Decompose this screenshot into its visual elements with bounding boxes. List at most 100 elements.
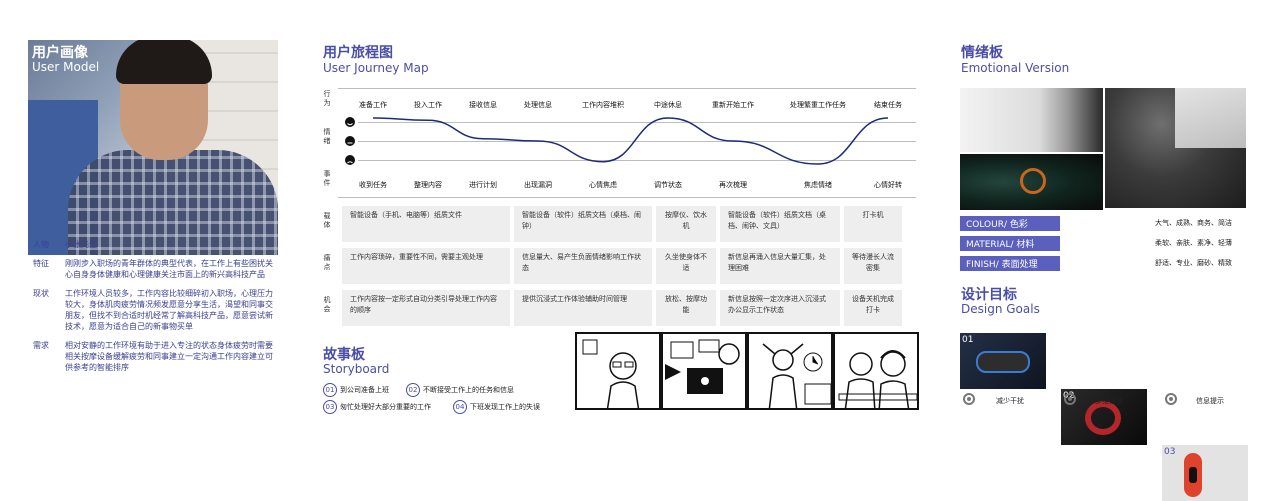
mood-image-3 xyxy=(960,154,1103,210)
table-cell: 工作内容按一定形式自动分类引导处理工作内容的顺序 xyxy=(342,290,510,326)
step-number: 02 xyxy=(406,383,420,397)
event-label: 焦虑情绪 xyxy=(804,181,832,189)
persona-text: 刚刚步入职场的青年群体的典型代表，在工作上有些困扰关心自身身体健康和心理健康关注… xyxy=(65,259,273,279)
behavior-label: 重新开始工作 xyxy=(712,101,754,109)
storyboard-panel-2 xyxy=(661,332,747,410)
step-text: 匆忙处理好大部分重要的工作 xyxy=(340,403,431,411)
storyboard-panel-3 xyxy=(747,332,833,410)
mood-image-1 xyxy=(960,88,1103,152)
persona-row-needs: 需求 相对安静的工作环境有助于进入专注的状态身体疲劳时需要相关按摩设备缓解疲劳和… xyxy=(33,340,278,373)
goal-image-3: 03 xyxy=(1162,445,1248,501)
persona-label: 需求 xyxy=(33,341,49,350)
event-label: 心情焦虑 xyxy=(589,181,617,189)
behavior-label: 准备工作 xyxy=(359,101,387,109)
storyboard-title-cn: 故事板 xyxy=(323,347,365,363)
step-number: 03 xyxy=(323,400,337,414)
behavior-label: 处理信息 xyxy=(524,101,552,109)
divider xyxy=(338,88,916,89)
journey-title-cn: 用户旅程图 xyxy=(323,45,393,61)
event-label: 心情好转 xyxy=(874,181,902,189)
persona-text: 工作环境人员较多，工作内容比较细碎初入职场，心理压力较大，身体肌肉疲劳情况频发愿… xyxy=(65,289,273,331)
table-cell: 打卡机 xyxy=(844,206,902,242)
event-label: 进行计划 xyxy=(469,181,497,189)
target-icon xyxy=(1165,393,1177,405)
persona-row-status: 现状 工作环境人员较多，工作内容比较细碎初入职场，心理压力较大，身体肌肉疲劳情况… xyxy=(33,288,278,332)
table-cell: 智能设备（软件）纸质文档（桌档、闹钟） xyxy=(514,206,652,242)
emotion-curve xyxy=(372,117,889,165)
side-label-emotion: 情绪 xyxy=(323,128,331,146)
persona-row-name: 人物 小张先生 xyxy=(33,239,278,250)
event-label: 整理内容 xyxy=(414,181,442,189)
goal-label-1: 减少干扰 xyxy=(996,397,1024,405)
event-label: 收到任务 xyxy=(359,181,387,189)
side-label-event: 事件 xyxy=(323,170,331,188)
table-cell: 放松、按摩功能 xyxy=(656,290,716,326)
table-cell: 智能设备（手机、电脑等）纸质文件 xyxy=(342,206,510,242)
tag-material-value: 柔软、亲肤、素净、轻薄 xyxy=(1155,239,1232,247)
emotion-faces xyxy=(345,117,355,165)
table-cell: 提供沉浸式工作体验辅助时间管理 xyxy=(514,290,652,326)
mood-title-en: Emotional Version xyxy=(961,61,1070,75)
storyboard-title-en: Storyboard xyxy=(323,362,390,376)
behavior-label: 处理繁重工作任务 xyxy=(790,101,846,109)
target-icon xyxy=(1064,393,1076,405)
table-side-label: 载体 xyxy=(323,212,331,230)
tag-colour-value: 大气、成熟、商务、简洁 xyxy=(1155,219,1232,227)
behavior-label: 工作内容堆积 xyxy=(582,101,624,109)
step-number: 04 xyxy=(453,400,467,414)
persona-label: 现状 xyxy=(33,289,49,298)
tag-colour: COLOUR/ 色彩 xyxy=(960,216,1060,231)
table-cell: 按摩仪、饮水机 xyxy=(656,206,716,242)
goal-label-2: 多维按摩 xyxy=(1095,397,1123,405)
table-cell: 新信息再涌入信息大量汇集，处理困难 xyxy=(720,248,840,284)
emotion-line-high xyxy=(358,122,916,123)
tag-finish-value: 舒适、专业、磨砂、精致 xyxy=(1155,259,1232,267)
side-label-behavior: 行为 xyxy=(323,90,331,108)
table-cell: 信息量大、易产生负面情绪影响工作状态 xyxy=(514,248,652,284)
journey-chart: 行为 情绪 事件 准备工作投入工作接收信息处理信息工作内容堆积中途休息重新开始工… xyxy=(320,88,916,198)
target-icon xyxy=(963,393,975,405)
persona-title-cn: 用户画像 xyxy=(32,45,88,61)
persona-label: 人物 xyxy=(33,240,49,249)
tag-finish: FINISH/ 表面处理 xyxy=(960,256,1060,271)
divider xyxy=(338,197,916,198)
persona-details: 人物 小张先生 特征 刚刚步入职场的青年群体的典型代表，在工作上有些困扰关心自身… xyxy=(33,239,278,373)
behavior-label: 投入工作 xyxy=(414,101,442,109)
goal-number: 03 xyxy=(1164,447,1176,457)
table-cell: 智能设备（软件）纸质文档（桌档、闹钟、文具） xyxy=(720,206,840,242)
goals-title-cn: 设计目标 xyxy=(961,287,1017,303)
goals-title-en: Design Goals xyxy=(961,302,1040,316)
table-cell: 设备关机完成打卡 xyxy=(844,290,902,326)
step-text: 不断接受工作上的任务和信息 xyxy=(423,386,514,394)
journey-table: 载体智能设备（手机、电脑等）纸质文件智能设备（软件）纸质文档（桌档、闹钟）按摩仪… xyxy=(320,206,916,330)
journey-title-en: User Journey Map xyxy=(323,61,429,75)
tag-material: MATERIAL/ 材料 xyxy=(960,236,1060,251)
persona-label: 特征 xyxy=(33,259,49,268)
table-side-label: 痛点 xyxy=(323,254,331,272)
emotion-line-mid xyxy=(358,141,916,142)
event-label: 调节状态 xyxy=(654,181,682,189)
storyboard-panel-4 xyxy=(833,332,919,410)
persona-text: 小张先生 xyxy=(65,240,97,249)
behavior-label: 中途休息 xyxy=(654,101,682,109)
happy-face-icon xyxy=(345,117,355,127)
event-label: 再次梳理 xyxy=(719,181,747,189)
step-text: 下班发现工作上的失误 xyxy=(470,403,540,411)
emotion-curve-line xyxy=(372,117,889,165)
table-cell: 等待漫长人流密集 xyxy=(844,248,902,284)
table-cell: 新信息按照一定次序进入沉浸式办公显示工作状态 xyxy=(720,290,840,326)
goal-label-3: 信息提示 xyxy=(1196,397,1224,405)
table-cell: 工作内容琐碎，重要性不同，需要主观处理 xyxy=(342,248,510,284)
storyboard-panel-1 xyxy=(575,332,661,410)
mood-title-cn: 情绪板 xyxy=(961,45,1003,61)
persona-row-traits: 特征 刚刚步入职场的青年群体的典型代表，在工作上有些困扰关心自身身体健康和心理健… xyxy=(33,258,278,280)
user-photo: 用户画像 User Model xyxy=(28,40,278,255)
behavior-label: 结束任务 xyxy=(874,101,902,109)
emotion-line-low xyxy=(358,160,916,161)
event-label: 出现漏洞 xyxy=(524,181,552,189)
table-side-label: 机会 xyxy=(323,296,331,314)
